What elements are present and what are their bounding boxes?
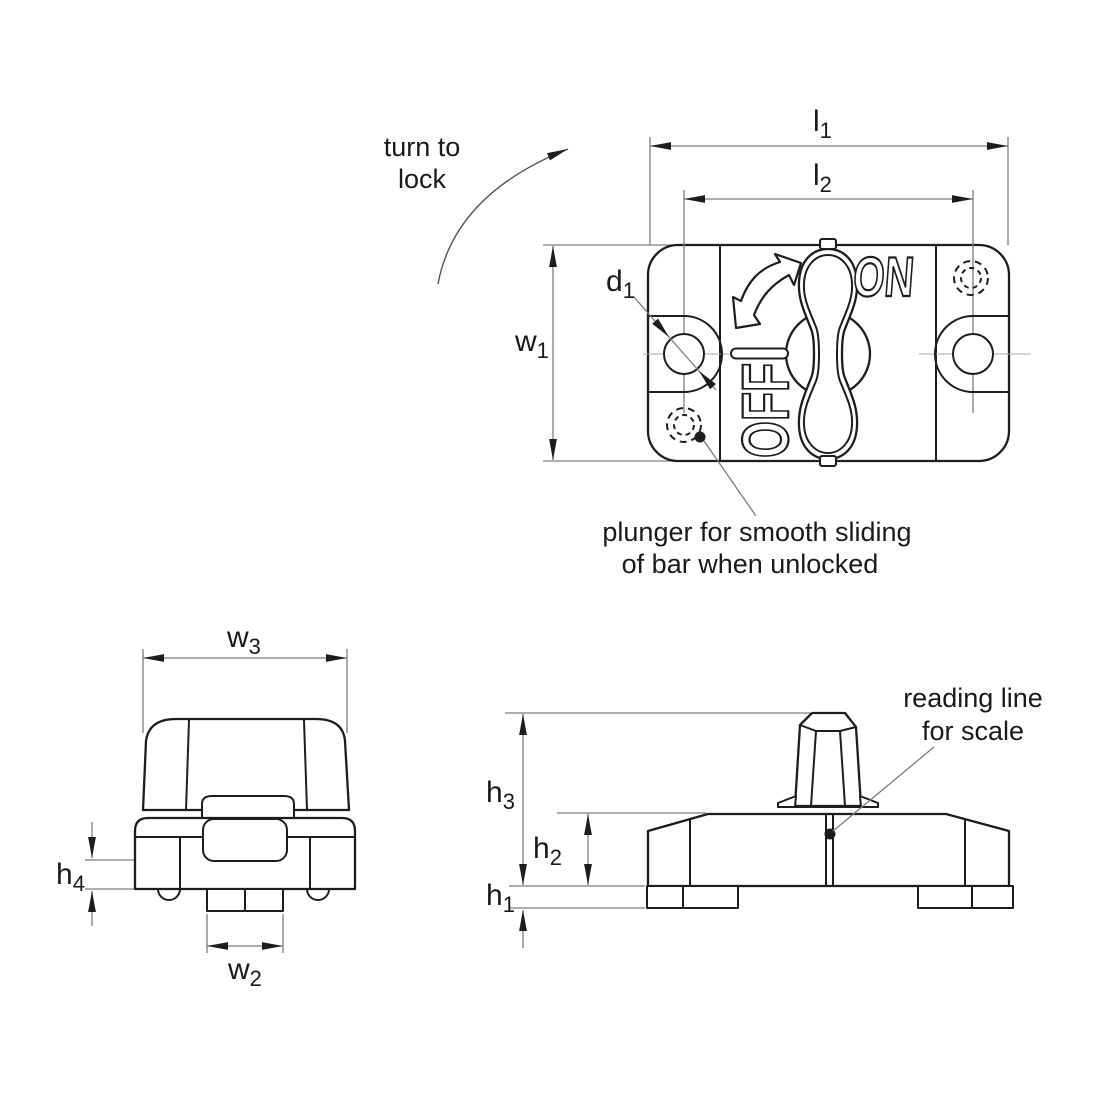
svg-text:h1: h1 bbox=[486, 879, 515, 917]
svg-text:plunger for smooth sliding: plunger for smooth sliding bbox=[602, 517, 911, 547]
front-view-extension-lines bbox=[505, 712, 810, 909]
svg-text:d1: d1 bbox=[606, 265, 635, 303]
dimension-l1: l1 bbox=[650, 105, 1008, 150]
svg-text:h3: h3 bbox=[486, 776, 515, 814]
knob-pointer bbox=[730, 347, 789, 360]
svg-text:for scale: for scale bbox=[922, 716, 1024, 746]
svg-text:w2: w2 bbox=[227, 953, 262, 991]
svg-text:w3: w3 bbox=[226, 621, 261, 659]
foot-right-front bbox=[917, 885, 1014, 909]
knob-grip-inner bbox=[802, 254, 854, 454]
screw-hole-right bbox=[952, 333, 994, 375]
turn-to-lock-note: turn to lock bbox=[384, 132, 569, 285]
dimension-h2: h2 bbox=[533, 814, 592, 885]
svg-text:lock: lock bbox=[398, 164, 447, 194]
dimension-w3: w3 bbox=[143, 621, 347, 662]
svg-text:turn to: turn to bbox=[384, 132, 461, 162]
svg-text:reading line: reading line bbox=[903, 683, 1043, 713]
plunger-right bbox=[953, 260, 989, 296]
dimension-l2: l2 bbox=[684, 159, 973, 203]
on-label: ON bbox=[851, 247, 916, 309]
svg-text:h4: h4 bbox=[56, 858, 85, 896]
knob-stem-front bbox=[777, 711, 879, 808]
rotate-double-arrow-icon bbox=[731, 252, 803, 330]
screw-boss-right bbox=[934, 315, 1010, 393]
svg-text:l1: l1 bbox=[813, 105, 832, 143]
foot-left-front bbox=[646, 885, 739, 909]
wing-knob-side bbox=[141, 717, 351, 818]
dimension-h4: h4 bbox=[56, 822, 96, 926]
top-view: ON OFF l1 l2 w1 d1 turn to lock bbox=[384, 105, 1031, 579]
foot-left-side bbox=[157, 888, 181, 901]
bar-hub-side bbox=[202, 818, 288, 862]
base-plate-side bbox=[133, 816, 357, 912]
plunger-note: plunger for smooth sliding of bar when u… bbox=[602, 431, 912, 579]
dimension-d1: d1 bbox=[606, 265, 717, 391]
dimension-w1: w1 bbox=[514, 246, 557, 460]
dimension-h1: h1 bbox=[486, 879, 527, 948]
side-view: w3 h4 w2 bbox=[56, 621, 357, 991]
off-label: OFF bbox=[729, 363, 802, 458]
svg-text:l2: l2 bbox=[813, 159, 832, 197]
knob-tab-top bbox=[819, 238, 837, 250]
plunger-left bbox=[666, 407, 702, 443]
screw-boss-left bbox=[647, 315, 723, 393]
front-view: h3 h2 h1 reading line for scale bbox=[486, 683, 1043, 948]
foot-right-side bbox=[306, 888, 330, 901]
svg-text:w1: w1 bbox=[514, 325, 549, 363]
dimension-w2: w2 bbox=[207, 942, 283, 991]
reading-line-note: reading line for scale bbox=[824, 683, 1043, 840]
svg-text:h2: h2 bbox=[533, 832, 562, 870]
dimension-h3: h3 bbox=[486, 714, 527, 885]
reading-line-slot bbox=[825, 813, 834, 887]
top-view-extension-lines bbox=[543, 137, 1009, 462]
flange-left bbox=[777, 795, 797, 808]
knob-tab-bottom bbox=[819, 455, 837, 467]
svg-text:of bar when unlocked: of bar when unlocked bbox=[622, 549, 879, 579]
lock-body-front bbox=[646, 812, 1014, 909]
